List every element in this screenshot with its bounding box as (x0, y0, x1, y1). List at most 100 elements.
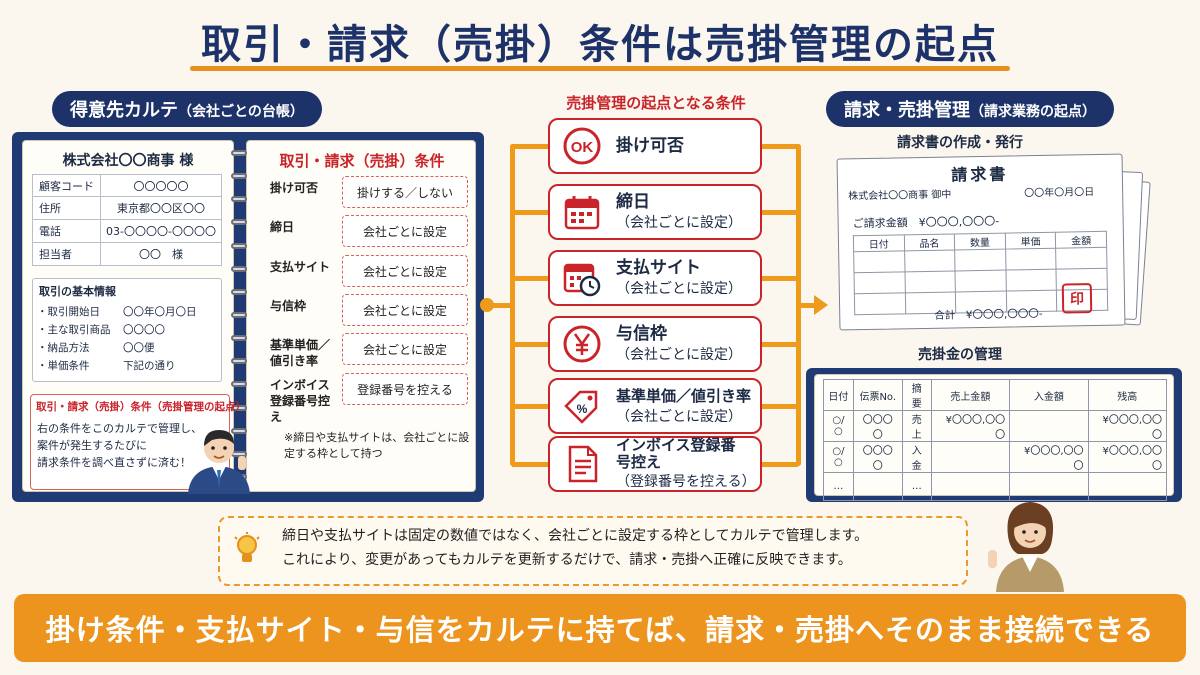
condition-value: 会社ごとに設定 (342, 215, 468, 247)
basic-info-row: ・納品方法〇〇便 (33, 338, 221, 356)
ledger-cell: ¥〇〇〇,〇〇〇 (1087, 410, 1168, 442)
condition-card: 支払サイト （会社ごとに設定） (548, 250, 762, 306)
condition-card: OK 掛け可否 (548, 118, 762, 174)
lightbulb-icon (234, 532, 260, 562)
basic-info-value: 〇〇年〇月〇日 (123, 305, 197, 318)
ledger-cell (930, 441, 1011, 473)
condition-card-subtitle: （会社ごとに設定） (616, 214, 742, 231)
info-value: 〇〇 様 (139, 248, 183, 261)
businessman-illustration (188, 430, 250, 494)
connector-branch-right (762, 404, 798, 409)
connector-branch-right (762, 462, 798, 467)
basic-info-row: ・取引開始日〇〇年〇月〇日 (33, 302, 221, 320)
connector-left-in (484, 303, 512, 308)
condition-card: % 基準単価／値引き率（会社ごとに設定） (548, 378, 762, 434)
invoice-amount: ご請求金額 ¥〇〇〇,〇〇〇- (852, 214, 1000, 231)
invoice-date: 〇〇年〇月〇日 (1024, 187, 1095, 200)
info-row: 担当者 〇〇 様 (32, 243, 222, 266)
condition-card: 与信枠 （会社ごとに設定） (548, 316, 762, 372)
ledger-cell: 〇〇〇〇 (852, 441, 903, 473)
info-label: 住所 (33, 197, 101, 219)
ledger-col-header: 日付 (823, 379, 854, 411)
page-title: 取引・請求（売掛）条件は売掛管理の起点 (201, 22, 999, 68)
condition-card-title: 与信枠 (616, 323, 667, 344)
connector-branch-left (512, 276, 548, 281)
condition-card-title: インボイス登録番号控え (616, 435, 736, 471)
connector-branch-left (512, 210, 548, 215)
ledger-row: ○/○〇〇〇〇入金 ¥〇〇〇,〇〇〇¥〇〇〇,〇〇〇 (823, 441, 1168, 473)
invoice-col-header: 単価 (1005, 232, 1056, 250)
connector-branch-right (762, 276, 798, 281)
ok-icon: OK (562, 126, 602, 166)
callout-box: 取引・請求（売掛）条件（売掛管理の起点） 右の条件をこのカルテで管理し、案件が発… (30, 394, 246, 490)
seal-stamp: 印 (1061, 283, 1093, 314)
note-line: これにより、変更があってもカルテを更新するだけで、請求・売掛へ正確に反映できます… (282, 552, 852, 568)
condition-card-text: 締日 （会社ごとに設定） (616, 192, 742, 233)
info-value: 〇〇〇〇〇 (133, 179, 189, 193)
arrow-right-icon (814, 295, 828, 315)
condition-card-text: 基準単価／値引き率（会社ごとに設定） (616, 386, 751, 427)
info-value: 東京都〇〇区〇〇 (117, 202, 205, 215)
condition-label: 支払サイト (270, 260, 331, 274)
condition-card-subtitle: （会社ごとに設定） (616, 280, 742, 297)
calendar-icon (562, 192, 602, 232)
ledger-cell: ○/○ (823, 441, 854, 473)
ledger-col-header: 入金額 (1009, 379, 1089, 411)
ledger-cell: ¥〇〇〇,〇〇〇 (1009, 441, 1089, 473)
ledger-cell: ¥〇〇〇,〇〇〇 (930, 410, 1011, 442)
invoice-total: 合計 ¥〇〇〇,〇〇〇- (934, 307, 1043, 322)
condition-value: 会社ごとに設定 (342, 294, 468, 326)
connector-branch-left (512, 462, 548, 467)
info-row: 住所 東京都〇〇区〇〇 (32, 197, 222, 220)
condition-card-subtitle: （会社ごとに設定） (616, 346, 742, 363)
businesswoman-illustration (988, 502, 1064, 592)
info-label: 顧客コード (33, 175, 101, 196)
ledger-cell: 〇〇〇〇 (852, 410, 903, 442)
condition-value: 会社ごとに設定 (342, 333, 468, 365)
condition-value: 登録番号を控える (342, 373, 468, 405)
karte-header-sub: （会社ごとの台帳） (178, 104, 304, 120)
connector-branch-left (512, 404, 548, 409)
connector-right-out (800, 303, 816, 308)
ledger-cell: 入金 (901, 441, 932, 473)
ledger-cell: ¥〇〇〇,〇〇〇 (1087, 441, 1168, 473)
billing-header: 請求・売掛管理（請求業務の起点） (826, 91, 1114, 127)
info-label: 担当者 (33, 243, 101, 265)
svg-text:%: % (577, 402, 588, 416)
ledger-col-header: 伝票No. (852, 379, 903, 411)
condition-card-subtitle: （登録番号を控える） (616, 473, 756, 490)
ledger-col-header: 売上金額 (930, 379, 1011, 411)
invoice-document: 請求書 株式会社〇〇商事 御中 〇〇年〇月〇日 ご請求金額 ¥〇〇〇,〇〇〇- … (836, 153, 1126, 331)
basic-info-value: 下記の通り (123, 359, 176, 372)
invoice-col-header: 金額 (1055, 231, 1107, 249)
document-icon (562, 444, 602, 484)
binding-spiral (231, 150, 247, 480)
invoice-recipient: 株式会社〇〇商事 御中 (848, 189, 952, 203)
ledger-cell (1009, 410, 1089, 442)
condition-card: インボイス登録番号控え （登録番号を控える） (548, 436, 762, 492)
condition-value: 掛けする／しない (342, 176, 468, 208)
karte-header-main: 得意先カルテ (70, 100, 178, 121)
condition-card-title: 支払サイト (616, 257, 701, 278)
callout-title: 取引・請求（売掛）条件（売掛管理の起点） (36, 401, 246, 413)
callout-line: 請求条件を調べ直さずに済む！ (37, 456, 191, 469)
invoice-col-header: 品名 (903, 233, 955, 251)
invoice-col-header: 数量 (954, 233, 1006, 250)
ledger-cell: 売上 (901, 410, 932, 442)
basic-info-row: ・主な取引商品〇〇〇〇 (33, 320, 221, 338)
basic-info-label: ・単価条件 (37, 359, 90, 372)
company-name: 株式会社〇〇商事 様 (62, 153, 194, 169)
condition-label: インボイス登録番号控え (270, 378, 331, 424)
title-underline (190, 66, 1010, 71)
condition-card-text: 掛け可否 (616, 136, 684, 156)
ledger-col-header: 残高 (1087, 379, 1168, 411)
basic-info-title: 取引の基本情報 (39, 285, 116, 298)
discount-tag-icon: % (562, 386, 602, 426)
connector-branch-right (762, 144, 798, 149)
condition-card-title: 締日 (616, 191, 650, 212)
basic-info-label: ・納品方法 (37, 341, 90, 354)
ledger-table: 日付伝票No.摘要売上金額入金額残高 ○/○〇〇〇〇売上¥〇〇〇,〇〇〇¥〇〇〇… (823, 379, 1168, 501)
callout-line: 案件が発生するたびに (37, 439, 147, 452)
